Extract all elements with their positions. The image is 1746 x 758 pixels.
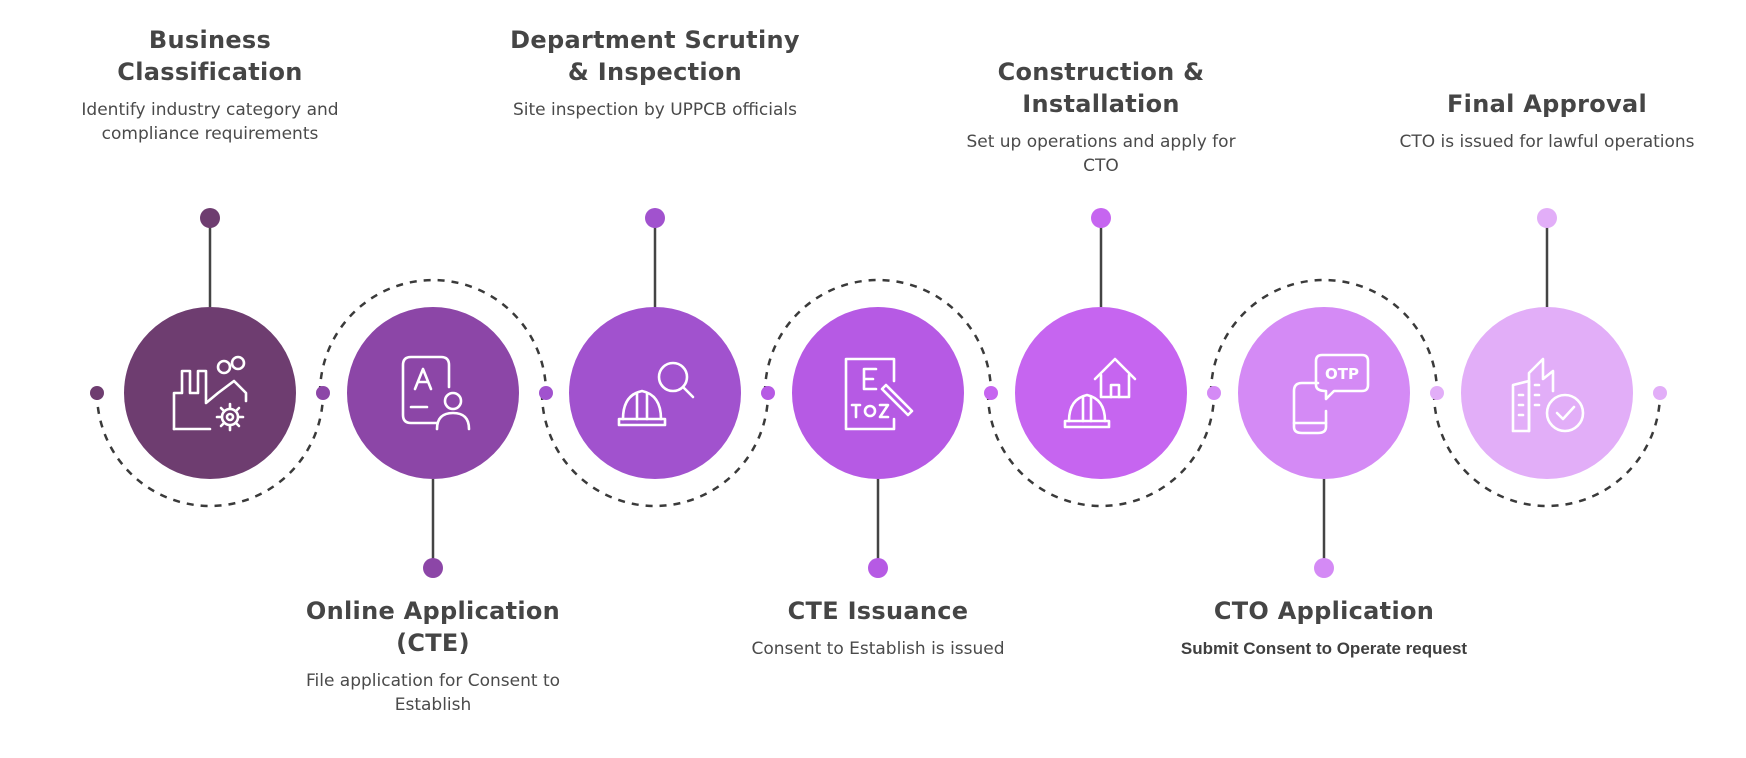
step-text-final-approval: Final Approval CTO is issued for lawful …: [1397, 88, 1697, 154]
helmet-search-icon: [617, 361, 695, 427]
junction-dot: [1207, 386, 1221, 400]
connector-dot: [1091, 208, 1111, 228]
step-description: Set up operations and apply for CTO: [966, 132, 1236, 176]
step-circle: [124, 307, 296, 479]
junction-dot: [1430, 386, 1444, 400]
junction-dot: [761, 386, 775, 400]
step-text-business-classification: Business Classification Identify industr…: [60, 24, 360, 146]
document-user-icon: [401, 355, 471, 431]
dashed-connector-arcs: [90, 278, 1667, 508]
step-circle: [1461, 307, 1633, 479]
junction-dot: [1653, 386, 1667, 400]
junction-dot: [539, 386, 553, 400]
connector-dot: [423, 558, 443, 578]
step-icons: OTP: [172, 353, 1585, 435]
step-description: CTO is issued for lawful operations: [1399, 132, 1695, 152]
phone-otp-icon: OTP: [1292, 353, 1370, 435]
connector-dot: [868, 558, 888, 578]
step-title: Construction & Installation: [997, 58, 1205, 118]
connector-dot: [645, 208, 665, 228]
step-circle: [569, 307, 741, 479]
step-text-construction-installation: Construction & Installation Set up opera…: [951, 56, 1251, 178]
connector-dot: [1314, 558, 1334, 578]
step-description: File application for Consent to Establis…: [305, 671, 561, 715]
step-circle: [792, 307, 964, 479]
step-text-department-scrutiny: Department Scrutiny & Inspection Site in…: [505, 24, 805, 122]
otp-label: OTP: [1325, 365, 1359, 383]
connector-dot: [1537, 208, 1557, 228]
step-circles: [124, 307, 1633, 479]
factory-gear-icon: [172, 355, 248, 432]
step-title: CTO Application: [1213, 597, 1435, 625]
step-circle: [1238, 307, 1410, 479]
building-check-icon: [1511, 357, 1585, 433]
step-title: CTE Issuance: [787, 597, 969, 625]
step-description: Identify industry category and complianc…: [81, 100, 339, 144]
step-connector-lines: [200, 208, 1557, 578]
junction-dot: [90, 386, 104, 400]
connector-dot: [200, 208, 220, 228]
step-title: Department Scrutiny & Inspection: [510, 26, 800, 86]
junction-dot: [316, 386, 330, 400]
step-text-cte-issuance: CTE Issuance Consent to Establish is iss…: [728, 595, 1028, 661]
step-description: Submit Consent to Operate request: [1180, 639, 1468, 658]
step-description: Consent to Establish is issued: [751, 639, 1005, 659]
step-title: Final Approval: [1446, 90, 1647, 118]
helmet-house-icon: [1063, 357, 1137, 429]
step-circle: [347, 307, 519, 479]
junction-dot: [984, 386, 998, 400]
step-description: Site inspection by UPPCB officials: [512, 100, 797, 120]
step-title: Business Classification: [117, 26, 303, 86]
eye-chart-icon: [844, 357, 914, 431]
step-text-online-application: Online Application (CTE) File applicatio…: [283, 595, 583, 717]
step-title: Online Application (CTE): [305, 597, 561, 657]
step-text-cto-application: CTO Application Submit Consent to Operat…: [1174, 595, 1474, 661]
